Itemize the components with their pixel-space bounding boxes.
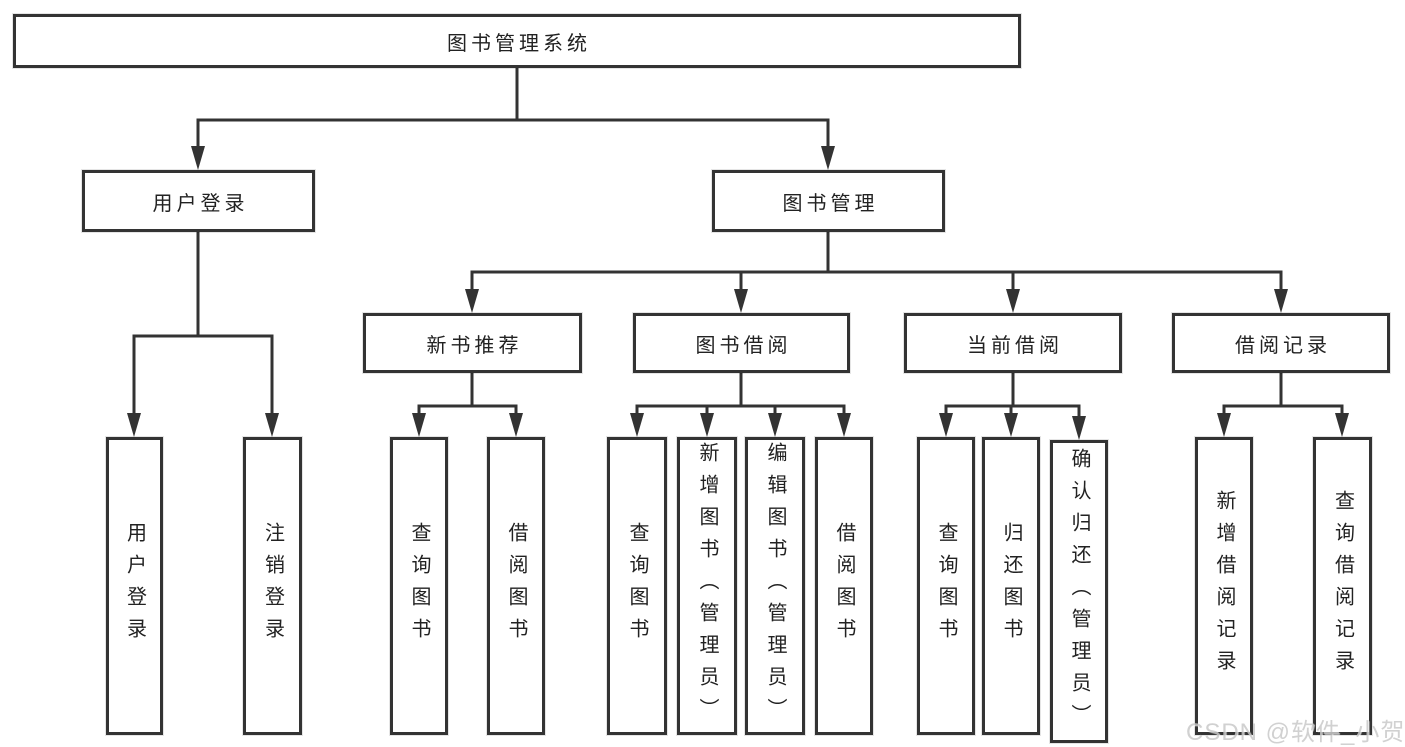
csdn-watermark: CSDN @软件_小贺同学 [1186,719,1405,746]
leaf-query-book-1-label: 查询图书 [408,522,430,650]
node-new-book-recommend-label: 新书推荐 [426,334,523,357]
leaf-edit-book-admin: 编辑图书（管理员） [745,437,805,735]
node-book-management: 图书管理 [712,170,945,232]
leaf-return-book-label: 归还图书 [1000,522,1022,650]
node-user-login: 用户登录 [82,170,315,232]
leaf-query-borrow-record-label: 查询借阅记录 [1331,490,1354,682]
node-root: 图书管理系统 [13,14,1021,68]
leaf-logout: 注销登录 [243,437,302,735]
node-borrow-record-label: 借阅记录 [1235,334,1331,357]
leaf-query-book-3: 查询图书 [917,437,975,735]
node-book-borrow: 图书借阅 [633,313,850,373]
node-current-borrow-label: 当前借阅 [967,334,1063,357]
leaf-user-login: 用户登录 [106,437,163,735]
leaf-borrow-book-2-label: 借阅图书 [833,522,855,650]
leaf-query-book-1: 查询图书 [390,437,448,735]
leaf-query-book-3-label: 查询图书 [935,522,957,650]
leaf-return-book: 归还图书 [982,437,1040,735]
leaf-add-book-admin: 新增图书（管理员） [677,437,737,735]
leaf-add-borrow-record: 新增借阅记录 [1195,437,1253,735]
leaf-query-borrow-record: 查询借阅记录 [1313,437,1372,735]
leaf-confirm-return-admin: 确认归还（管理员） [1050,440,1108,743]
leaf-user-login-label: 用户登录 [123,522,146,650]
leaf-confirm-return-admin-label: 确认归还（管理员） [1068,447,1090,736]
node-book-borrow-label: 图书借阅 [695,334,792,357]
node-current-borrow: 当前借阅 [904,313,1122,373]
leaf-borrow-book-2: 借阅图书 [815,437,873,735]
leaf-borrow-book-1-label: 借阅图书 [505,522,527,650]
leaf-query-book-2: 查询图书 [607,437,667,735]
node-book-management-label: 图书管理 [782,192,879,215]
leaf-query-book-2-label: 查询图书 [626,522,648,650]
leaf-add-borrow-record-label: 新增借阅记录 [1213,490,1235,682]
leaf-add-book-admin-label: 新增图书（管理员） [696,442,718,730]
node-root-label: 图书管理系统 [447,32,591,55]
node-borrow-record: 借阅记录 [1172,313,1390,373]
node-user-login-label: 用户登录 [152,192,249,215]
leaf-logout-label: 注销登录 [261,522,284,650]
node-new-book-recommend: 新书推荐 [363,313,582,373]
leaf-edit-book-admin-label: 编辑图书（管理员） [764,442,786,730]
leaf-borrow-book-1: 借阅图书 [487,437,545,735]
